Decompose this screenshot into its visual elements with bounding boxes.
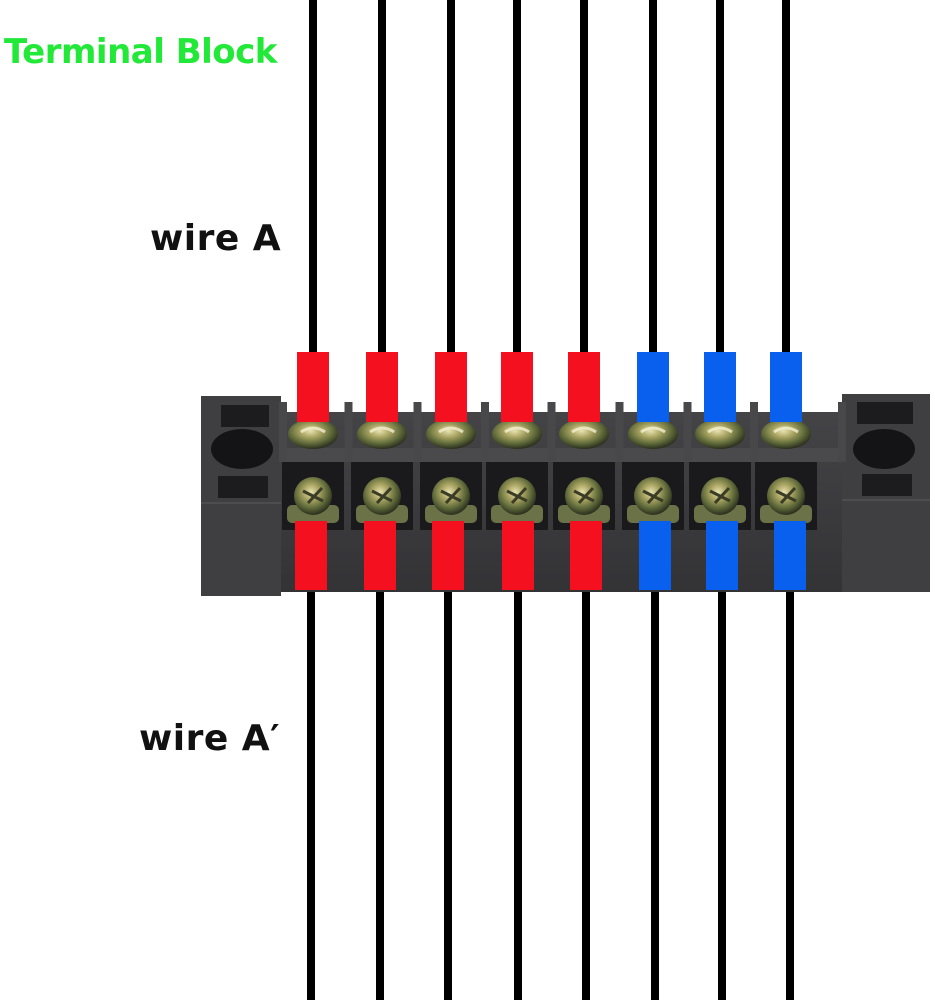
wire-a-prime-4 [514, 520, 522, 1000]
wire-a-8 [782, 0, 790, 420]
wire-a-6 [649, 0, 657, 420]
screw-top-icon [628, 419, 678, 449]
sleeve-top-red [297, 352, 329, 422]
wire-a-4 [513, 0, 521, 420]
wire-a-5 [580, 0, 588, 420]
wires-top [309, 0, 790, 420]
divider-rib [481, 402, 489, 462]
sleeve-bottom-blue [774, 521, 806, 590]
wires-bottom [307, 520, 794, 1000]
sleeve-top-blue [770, 352, 802, 422]
wire-a-prime-6 [651, 520, 659, 1000]
divider-rib [547, 402, 556, 462]
wire-a-2 [378, 0, 386, 420]
sleeve-bottom-red [364, 521, 396, 590]
right-end-cap [842, 394, 930, 592]
screw-top-icon [426, 419, 476, 449]
wire-a-prime-7 [718, 520, 726, 1000]
terminal-block [201, 394, 930, 596]
wire-a-prime-3 [444, 520, 452, 1000]
divider-rib [413, 402, 422, 462]
wire-a-prime-label: wire A′ [139, 718, 281, 759]
divider-rib [279, 402, 287, 462]
sleeve-bottom-red [295, 521, 327, 590]
screw-top-icon [492, 419, 542, 449]
sleeve-top-red [568, 352, 600, 422]
sleeve-bottom-red [432, 521, 464, 590]
wire-a-prime-5 [582, 520, 590, 1000]
wire-a-3 [447, 0, 455, 420]
sleeve-top-blue [704, 352, 736, 422]
divider-rib [750, 402, 758, 462]
wire-a-7 [716, 0, 724, 420]
sleeve-bottom-red [570, 521, 602, 590]
sleeve-top-blue [637, 352, 669, 422]
divider-rib [615, 402, 624, 462]
sleeve-bottom-red [502, 521, 534, 590]
divider-rib [683, 402, 692, 462]
mounting-hole-right [853, 429, 915, 469]
sleeve-top-red [435, 352, 467, 422]
block-rail [278, 448, 844, 462]
mounting-hole-left [211, 429, 273, 469]
sleeve-top-red [366, 352, 398, 422]
sleeve-top-red [501, 352, 533, 422]
divider-rib [344, 402, 353, 462]
screw-top-icon [288, 419, 338, 449]
wire-a-label: wire A [150, 218, 282, 259]
wire-a-1 [309, 0, 317, 420]
screw-top-icon [695, 419, 745, 449]
wire-a-prime-2 [376, 520, 384, 1000]
screw-top-icon [559, 419, 609, 449]
diagram-title: Terminal Block [4, 32, 277, 72]
sleeve-bottom-blue [706, 521, 738, 590]
screw-top-icon [357, 419, 407, 449]
sleeve-bottom-blue [639, 521, 671, 590]
wire-a-prime-8 [786, 520, 794, 1000]
wire-a-prime-1 [307, 520, 315, 1000]
screw-top-icon [761, 419, 811, 449]
left-end-cap [201, 396, 281, 596]
wire-sleeves [295, 352, 806, 590]
divider-rib [838, 402, 846, 462]
